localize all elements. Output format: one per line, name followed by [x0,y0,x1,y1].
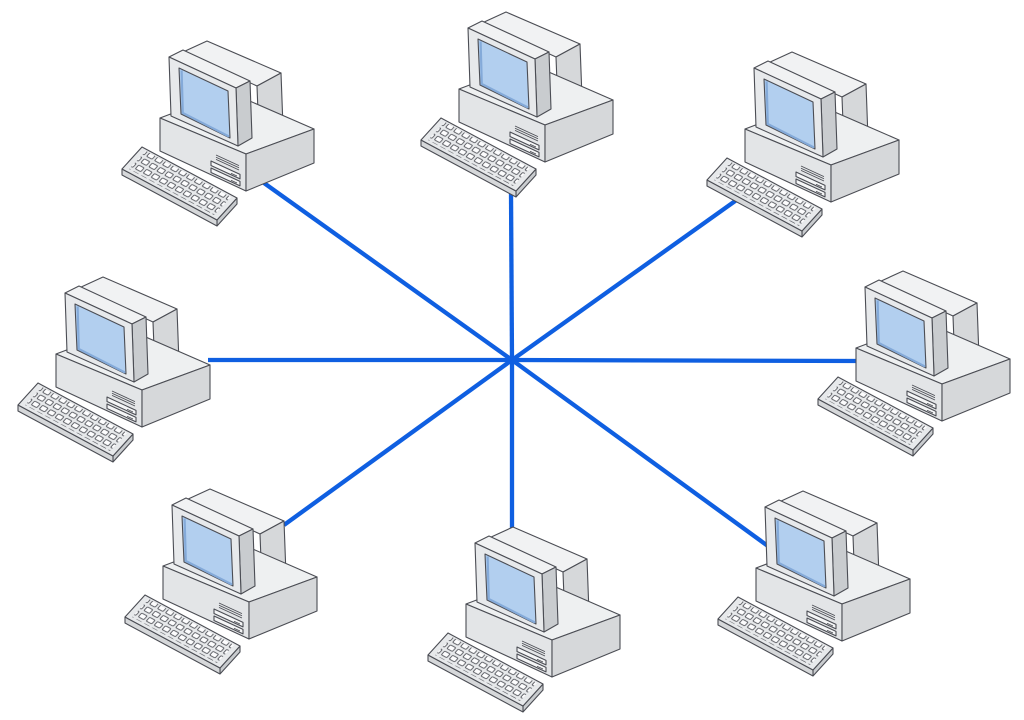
workstation-bottom-right [716,489,912,678]
workstation-top-right [705,50,901,239]
network-link-workstation-bottom-left [282,358,514,527]
workstation-bottom-center [426,525,622,714]
workstation-middle-left [16,275,212,464]
network-link-workstation-top-left [262,181,514,362]
network-link-workstation-middle-right [511,357,863,364]
workstation-top-center [419,10,615,199]
workstation-bottom-left [123,487,319,676]
network-links [208,181,863,551]
network-link-workstation-top-center [508,191,515,361]
workstation-middle-right [816,269,1012,458]
network-link-workstation-bottom-right [510,358,774,551]
network-link-workstation-top-right [510,192,747,362]
